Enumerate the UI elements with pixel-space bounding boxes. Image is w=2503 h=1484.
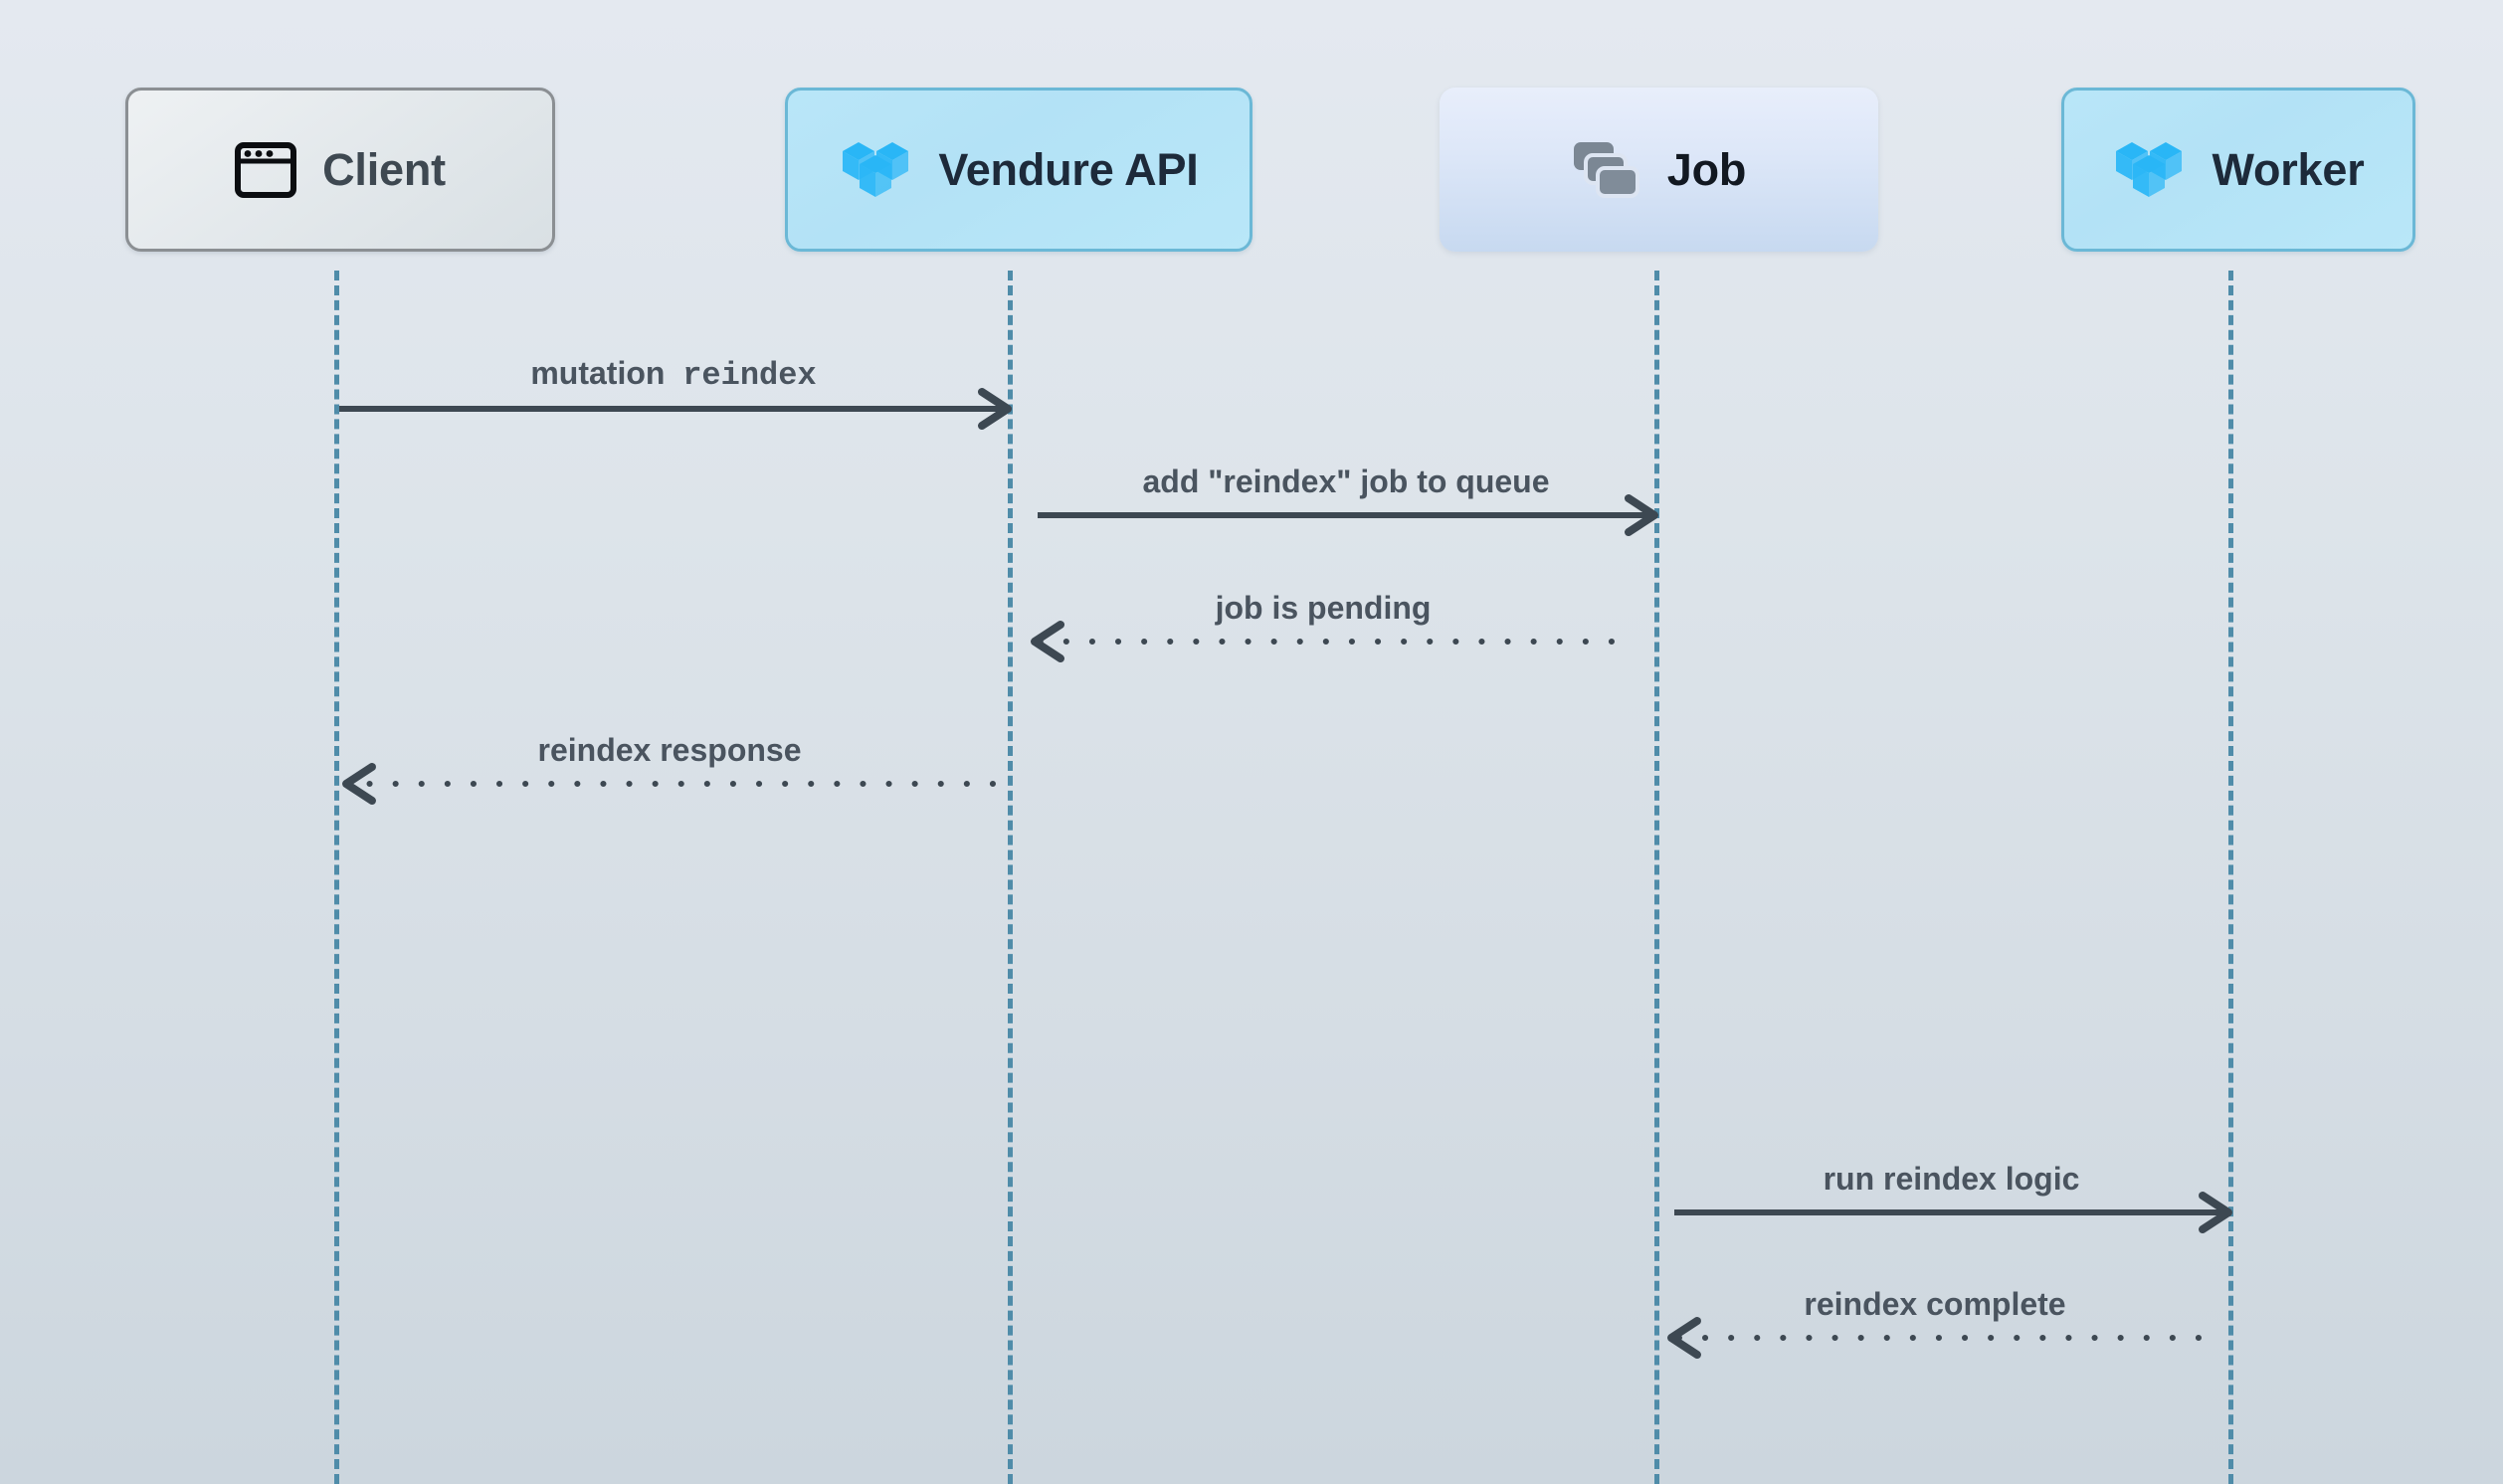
participant-client[interactable]: Client (125, 88, 555, 252)
participant-worker[interactable]: Worker (2061, 88, 2415, 252)
participant-label-vendure-api: Vendure API (938, 143, 1199, 195)
msg-reindex-response-label: reindex response (537, 731, 802, 768)
msg-mutation-reindex-label-text: mutation (530, 354, 666, 391)
participant-vendure-api[interactable]: Vendure API (785, 88, 1252, 252)
participant-label-client: Client (322, 143, 446, 195)
msg-reindex-complete-arrow (1667, 1317, 2202, 1359)
lifeline-worker (2228, 271, 2233, 1484)
vendure-cubes-icon (843, 141, 909, 197)
participant-job[interactable]: Job (1440, 88, 1878, 252)
msg-reindex-response-arrow (342, 763, 996, 805)
browser-window-icon (235, 141, 297, 198)
msg-run-reindex-logic-label: run reindex logic (1823, 1160, 2080, 1197)
lifeline-client (334, 271, 339, 1484)
participant-label-job: Job (1666, 143, 1747, 195)
msg-add-job-to-queue-arrow (1038, 494, 1658, 536)
msg-mutation-reindex-arrow (339, 388, 1012, 430)
lifeline-vendure-api (1008, 271, 1013, 1484)
msg-run-reindex-logic-arrow (1674, 1192, 2232, 1233)
lifeline-job (1654, 271, 1659, 1484)
msg-job-is-pending-label: job is pending (1215, 589, 1432, 626)
stacked-layers-icon (1573, 141, 1639, 198)
vendure-cubes-icon (2116, 141, 2183, 197)
msg-mutation-reindex-label-code: reindex (682, 356, 817, 394)
msg-mutation-reindex-label: mutation reindex (339, 354, 1008, 394)
msg-reindex-complete-label: reindex complete (1804, 1285, 2066, 1322)
participant-label-worker: Worker (2212, 143, 2365, 195)
msg-job-is-pending-arrow (1031, 621, 1615, 662)
msg-add-job-to-queue-label: add "reindex" job to queue (1142, 463, 1550, 499)
